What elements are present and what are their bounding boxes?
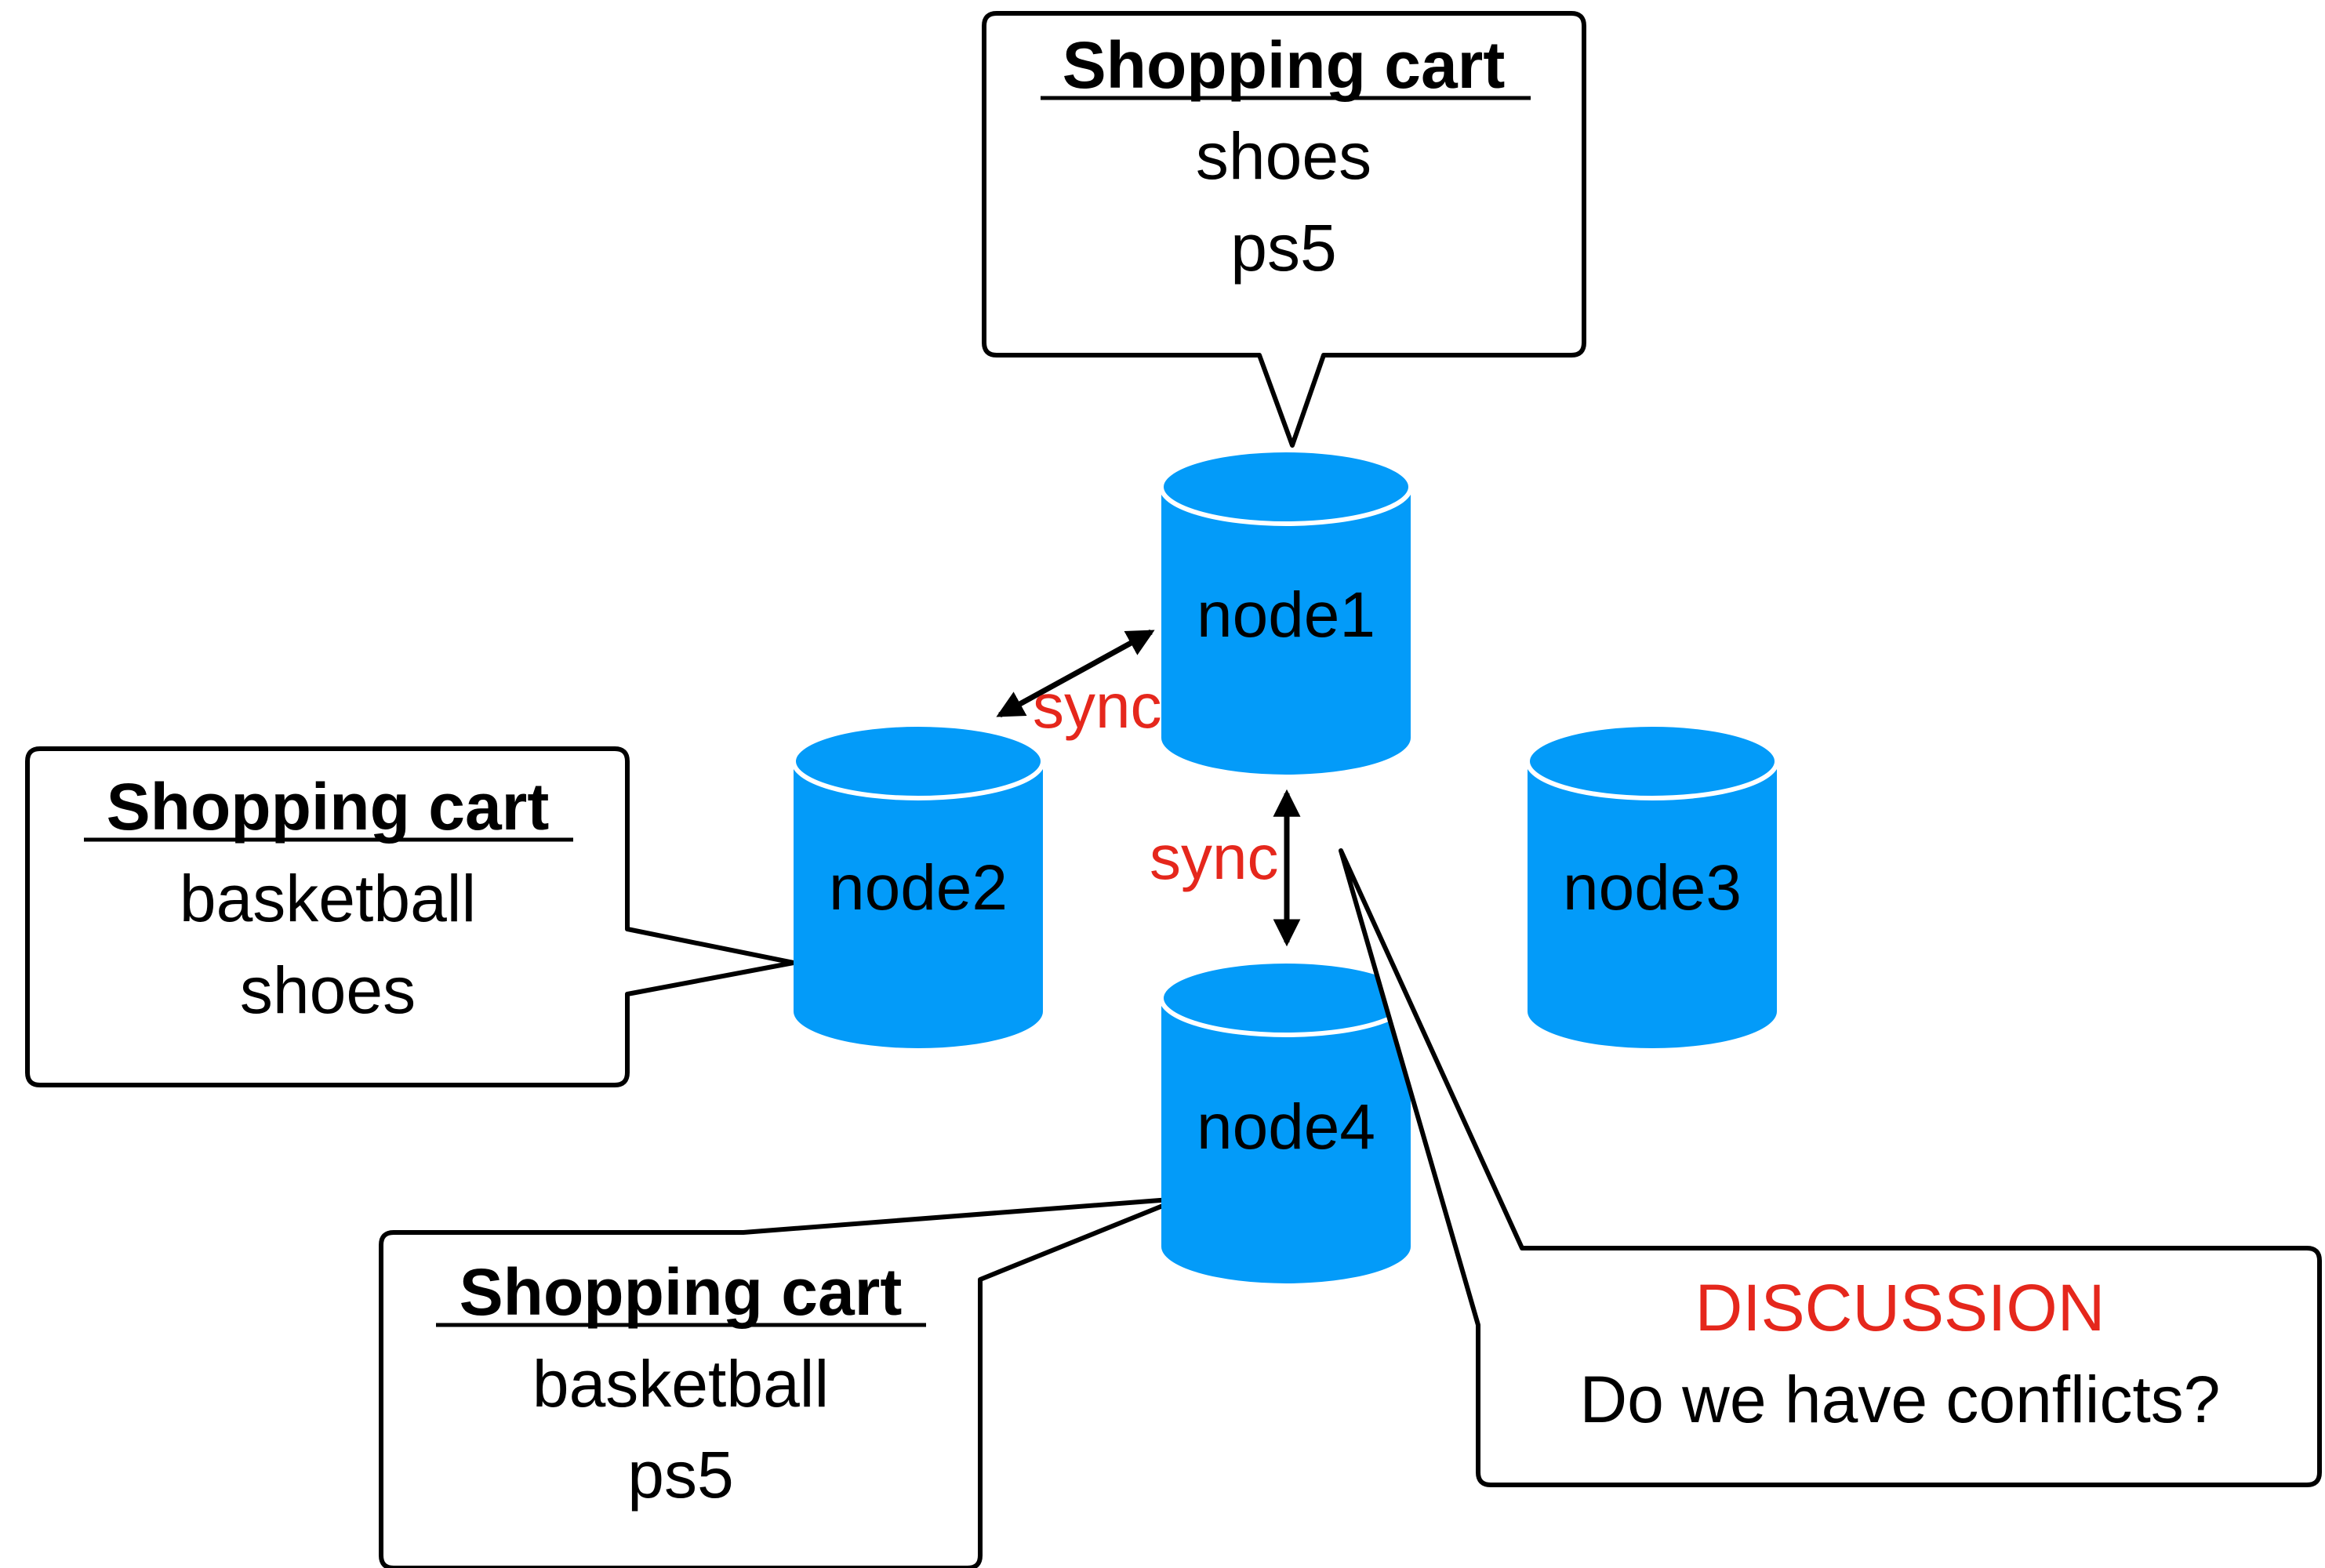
discussion-callout: DISCUSSION Do we have conflicts? [1339, 848, 2322, 1487]
callout-node1-item: ps5 [1230, 211, 1336, 285]
node-label: node1 [1197, 579, 1375, 651]
cylinder-top [1525, 722, 1779, 800]
node-label: node3 [1563, 852, 1742, 924]
discussion-question: Do we have conflicts? [1579, 1363, 2220, 1436]
callout-node1-title: Shopping cart [1063, 28, 1506, 102]
callout-node2-title: Shopping cart [107, 770, 550, 844]
node-label: node4 [1197, 1091, 1375, 1163]
callout-node2: Shopping cart basketball shoes [25, 746, 796, 1087]
node-cylinder-node4: node4 [1159, 959, 1413, 1283]
sync-label-node1-node4: sync [1150, 822, 1279, 892]
node-label: node2 [829, 852, 1008, 924]
callout-node4-title: Shopping cart [460, 1255, 903, 1329]
cylinder-body [1528, 761, 1777, 1048]
sync-arrow-node1-node2 [996, 629, 1155, 718]
sync-label-node1-node2: sync [1033, 671, 1162, 741]
callout-node4-item: basketball [532, 1347, 829, 1421]
callout-node2-item: shoes [240, 953, 416, 1027]
cylinder-top [1159, 448, 1413, 526]
callout-node2-bubble [25, 746, 796, 1087]
cylinder-body [1161, 998, 1411, 1283]
node-cylinder-node3: node3 [1525, 722, 1779, 1048]
callout-node4-item: ps5 [627, 1438, 733, 1512]
callout-node2-item: basketball [180, 862, 476, 935]
discussion-heading: DISCUSSION [1695, 1271, 2105, 1345]
node-cylinder-node1: node1 [1159, 448, 1413, 775]
node-cylinder-node2: node2 [791, 722, 1045, 1048]
cylinder-top [1159, 959, 1413, 1037]
callout-node1-item: shoes [1196, 119, 1371, 193]
cylinder-body [1161, 487, 1411, 775]
callout-node1-bubble [982, 11, 1586, 448]
callout-node4-bubble [379, 1196, 1182, 1568]
callout-node1: Shopping cart shoes ps5 [982, 11, 1586, 448]
cylinder-body [794, 761, 1043, 1048]
cylinder-top [791, 722, 1045, 800]
callout-node4: Shopping cart basketball ps5 [379, 1196, 1182, 1568]
discussion-callout-bubble [1339, 848, 2322, 1487]
